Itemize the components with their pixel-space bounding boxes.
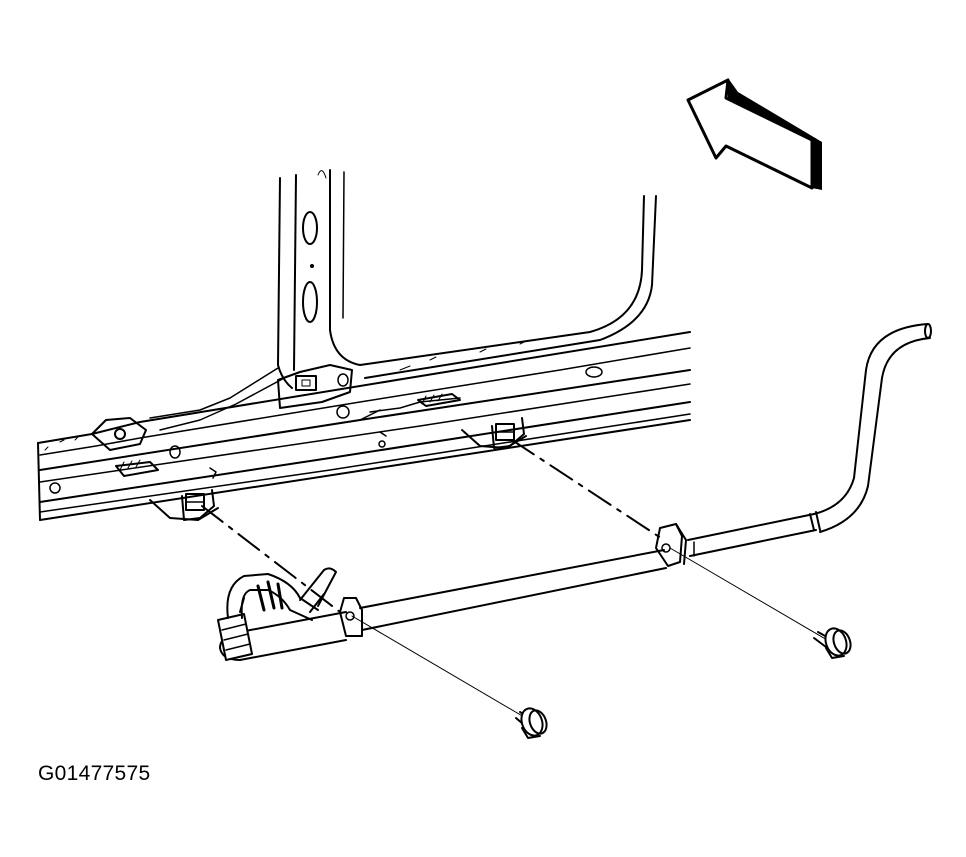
bolt-icon: [515, 707, 548, 739]
alignment-lines: [201, 439, 835, 725]
bolt-icon: [813, 627, 852, 659]
vertical-pillar: [277, 169, 657, 389]
figure-id-label: G01477575: [38, 762, 151, 785]
pipe-assembly: [217, 323, 932, 661]
pillar-bracket: [149, 364, 353, 431]
frame-rail: [37, 331, 691, 521]
forward-direction-arrow-icon: [686, 78, 822, 190]
left-rail-clip: [149, 489, 219, 521]
